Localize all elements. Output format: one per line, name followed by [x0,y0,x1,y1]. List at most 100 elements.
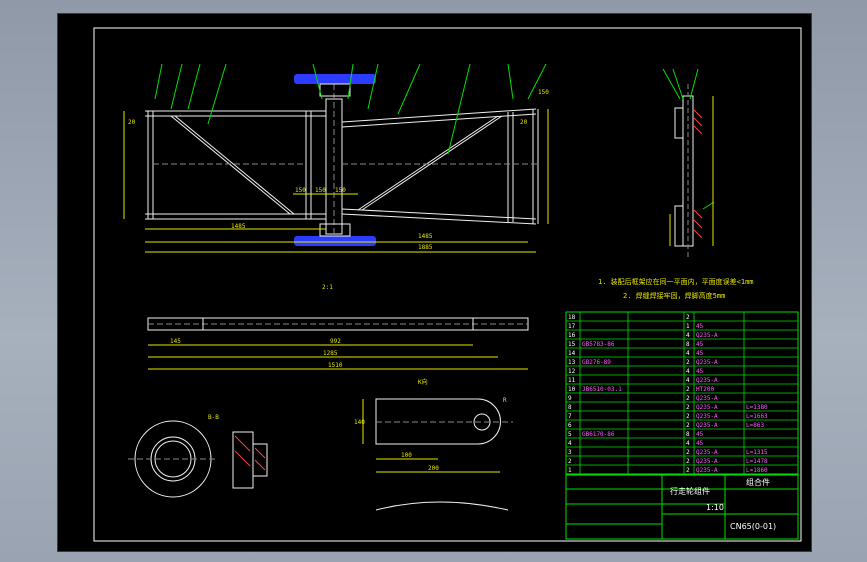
bom-cell-no: 12 [568,368,576,375]
cad-drawing-canvas[interactable]: 1485 1485 1885 150 150 150 20 20 150 1. … [57,13,812,552]
bom-cell-qty: 4 [686,332,690,339]
title-drawing-no: CN65(0-01) [730,522,776,531]
bar-view [147,317,529,331]
bom-cell-material: 45 [696,440,704,447]
side-view-dims [669,96,714,246]
side-view-leaders [662,68,715,210]
bom-cell-no: 10 [568,386,576,393]
bom-cell-no: 15 [568,341,576,348]
side-view [674,84,694,259]
bom-cell-qty: 2 [686,386,690,393]
bar-dim-labels: 145 992 1285 1510 2:1 [170,284,343,369]
bom-cell-material: Q235-A [696,467,718,474]
wheel-bottom [294,223,376,246]
bom-cell-material: Q235-A [696,359,718,366]
bom-cell-no: 8 [568,404,572,411]
bom-cell-code: GB6170-86 [582,431,615,438]
bom-cell-qty: 2 [686,359,690,366]
bar-dim-145: 145 [170,338,181,345]
bom-cell-no: 13 [568,359,576,366]
plan-dimensions [123,109,549,253]
bom-cell-note: L=1315 [746,449,768,456]
bom-cell-material: 45 [696,368,704,375]
bom-cell-qty: 4 [686,368,690,375]
bom-cell-material: 45 [696,341,704,348]
bom-cell-material: Q235-A [696,449,718,456]
bom-cell-code: GB5783-86 [582,341,615,348]
title-block [565,474,799,540]
bom-cell-no: 18 [568,314,576,321]
tech-notes: 1. 装配后框架应在同一平面内，平面度误差<1mm 2. 焊缝焊接牢固，焊脚高度… [598,277,754,300]
dim-20-a: 20 [128,119,136,126]
bom-cell-no: 17 [568,323,576,330]
bar-dims [148,344,528,370]
plan-leaders [154,63,547,155]
bom-cell-material: Q235-A [696,458,718,465]
bom-cell-note: L=863 [746,422,764,429]
bom-cell-material: Q235-A [696,377,718,384]
bom-cell-no: 16 [568,332,576,339]
dim-150-c: 150 [335,187,346,194]
bom-cell-qty: 4 [686,440,690,447]
bom-cell-note: L=1478 [746,458,768,465]
plate-dim-r: R [503,397,507,404]
drawing-border [93,27,802,542]
bom-cell-material: Q235-A [696,332,718,339]
bom-cell-no: 4 [568,440,572,447]
plate-view-label: K向 [418,378,428,386]
bom-cell-qty: 2 [686,314,690,321]
bar-view-scale: 2:1 [322,284,333,291]
side-view-hatch [693,109,703,239]
bom-cell-no: 14 [568,350,576,357]
bom-cell-qty: 2 [686,449,690,456]
section-view-label: B-B [208,414,219,421]
bom-cell-no: 7 [568,413,572,420]
bom-cell-qty: 2 [686,422,690,429]
bom-cell-no: 9 [568,395,572,402]
plate-dims [362,399,500,473]
title-part-name: 行走轮组件 [670,486,710,496]
title-scale: 1:10 [706,503,724,512]
title-block-text: 组合件 行走轮组件 CN65(0-01) 1:10 [670,477,776,531]
bom-cell-no: 11 [568,377,576,384]
plate-dim-labels: 100 200 140 R K向 B-B [208,378,507,472]
dim-150-b: 150 [315,187,326,194]
bom-cell-material: Q235-A [696,413,718,420]
bom-cell-note: L=1860 [746,467,768,474]
bom-cell-qty: 4 [686,377,690,384]
bom-cell-qty: 2 [686,404,690,411]
drawing-svg: 1485 1485 1885 150 150 150 20 20 150 1. … [93,27,802,542]
bar-dim-1285: 1285 [323,350,338,357]
dim-150-a: 150 [295,187,306,194]
plate-dim-140: 140 [354,419,365,426]
bom-cell-qty: 1 [686,323,690,330]
bom-cell-material: 45 [696,350,704,357]
note-line-1: 1. 装配后框架应在同一平面内，平面度误差<1mm [598,277,754,286]
dim-1485-a: 1485 [231,223,246,230]
dim-1885: 1885 [418,244,433,251]
wheel-top [294,74,376,97]
bom-cell-qty: 8 [686,341,690,348]
bom-cell-code: GB276-89 [582,359,611,366]
plate-dim-100: 100 [401,452,412,459]
dim-20-b: 20 [520,119,528,126]
bom-cell-note: L=1663 [746,413,768,420]
plate-view [375,398,513,511]
bom-cell-material: HT200 [696,386,714,393]
plan-dim-labels: 1485 1485 1885 150 150 150 20 20 150 [128,89,549,251]
note-line-2: 2. 焊缝焊接牢固，焊脚高度5mm [623,291,725,300]
plate-dim-200: 200 [428,465,439,472]
bom-cell-qty: 2 [686,413,690,420]
bar-dim-1510: 1510 [328,362,343,369]
bom-cell-qty: 2 [686,467,690,474]
bar-dim-992: 992 [330,338,341,345]
bom-cell-material: Q235-A [696,422,718,429]
flange-view [128,420,218,498]
bom-cell-material: Q235-A [696,395,718,402]
bom-cell-note: L=1380 [746,404,768,411]
plan-view [145,84,539,246]
bom-cell-qty: 2 [686,458,690,465]
bom-cell-material: 45 [696,323,704,330]
dim-150-d: 150 [538,89,549,96]
title-assembly: 组合件 [746,477,770,487]
